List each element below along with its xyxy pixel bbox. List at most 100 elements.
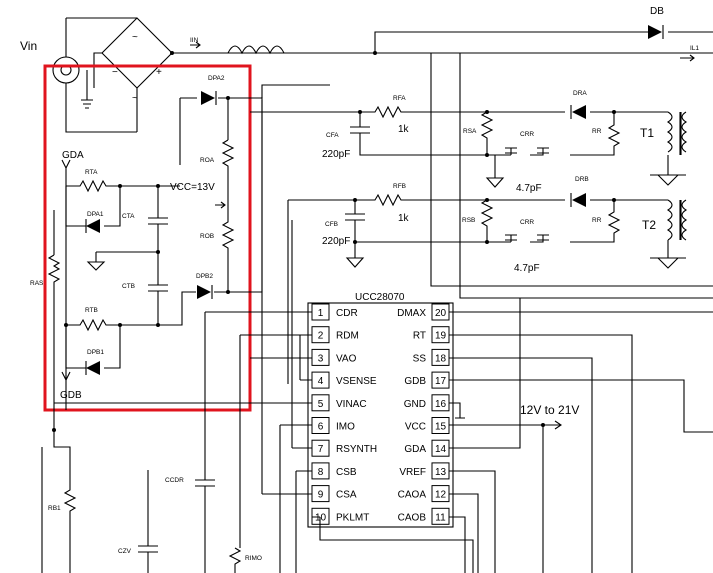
junction-dots xyxy=(52,51,616,432)
iin-label: IIN xyxy=(190,37,199,44)
ic-pin-pklmt: 10 PKLMT xyxy=(311,507,369,525)
vin-label: Vin xyxy=(20,39,37,53)
pin-name: VAO xyxy=(336,353,357,364)
pin-name: RT xyxy=(413,331,426,342)
rtb-label: RTB xyxy=(85,307,98,314)
pin-name: DMAX xyxy=(397,308,426,319)
crra-label: CRR xyxy=(520,131,534,138)
ic-pin-imo: 6 IMO xyxy=(311,417,355,434)
cfa-label: CFA xyxy=(326,132,339,139)
dpb2-label: DPB2 xyxy=(196,273,213,280)
rra-label: RR xyxy=(592,128,602,135)
pin-name: CSB xyxy=(336,467,357,478)
rimo-label: RIMO xyxy=(245,555,262,562)
transformer-t2 xyxy=(650,199,688,269)
pin-number: 19 xyxy=(435,331,447,342)
pin-number: 16 xyxy=(435,399,447,410)
pin-name: CSA xyxy=(336,490,357,501)
t1-label: T1 xyxy=(640,126,654,140)
pin-name: VCC xyxy=(405,422,426,433)
highlight-box xyxy=(43,64,252,412)
pin-number: 11 xyxy=(435,512,446,523)
pin-name: SS xyxy=(413,353,427,364)
pin-name: PKLMT xyxy=(336,512,369,523)
cta-label: CTA xyxy=(122,213,135,220)
c47a-label: 4.7pF xyxy=(516,183,542,194)
roa-label: ROA xyxy=(200,157,215,164)
dpb1-label: DPB1 xyxy=(87,349,104,356)
gdb-label: GDB xyxy=(60,390,82,401)
diode-dra xyxy=(570,105,586,119)
pin-number: 9 xyxy=(318,490,324,501)
pin-number: 4 xyxy=(318,376,324,387)
db-label: DB xyxy=(650,6,664,17)
ic-pin-csa: 9 CSA xyxy=(311,485,357,503)
vcc-range-label: 12V to 21V xyxy=(520,403,579,417)
dpa2-label: DPA2 xyxy=(208,75,225,82)
ic-pin-rt: 19 RT xyxy=(413,326,450,344)
pin-number: 3 xyxy=(318,353,324,364)
c220b-label: 220pF xyxy=(322,236,350,247)
pin-name: VSENSE xyxy=(336,376,377,387)
ic-body xyxy=(307,302,454,528)
ic-pin-gdb: 17 GDB xyxy=(404,371,450,389)
diode-dpa1 xyxy=(85,219,100,233)
ctb-label: CTB xyxy=(122,283,135,290)
svg-text:~: ~ xyxy=(132,93,138,104)
cfb-label: CFB xyxy=(325,221,338,228)
bridge-rectifier: − + ~ ~ xyxy=(93,17,713,132)
pin-name: CAOA xyxy=(398,490,427,501)
pin-number: 12 xyxy=(435,490,447,501)
pin-name: CAOB xyxy=(398,512,427,523)
svg-text:~: ~ xyxy=(132,32,138,43)
pin-number: 13 xyxy=(435,467,447,478)
ic-pin-vcc: 15 VCC xyxy=(405,417,450,434)
pin-name: VINAC xyxy=(336,399,367,410)
il1-label: IL1 xyxy=(690,45,699,52)
pin-number: 10 xyxy=(315,512,327,523)
rsb-label: RSB xyxy=(462,217,475,224)
pin-number: 14 xyxy=(435,444,447,455)
pin-name: RSYNTH xyxy=(336,444,377,455)
pin-number: 18 xyxy=(435,353,447,364)
gda-label: GDA xyxy=(62,150,84,161)
svg-text:−: − xyxy=(112,67,118,78)
rrb-label: RR xyxy=(592,217,602,224)
diode-dpb2 xyxy=(197,285,213,299)
ic-name: UCC28070 xyxy=(355,292,405,303)
ic-pin-gda: 14 GDA xyxy=(404,439,450,457)
c220a-label: 220pF xyxy=(322,149,350,160)
crrb-label: CRR xyxy=(520,219,534,226)
pin-number: 15 xyxy=(435,422,447,433)
r1kb-label: 1k xyxy=(398,213,410,224)
rob-label: ROB xyxy=(200,233,214,240)
dpa1-label: DPA1 xyxy=(87,211,104,218)
t2-label: T2 xyxy=(642,218,656,232)
svg-text:+: + xyxy=(156,67,162,78)
pin-name: GDA xyxy=(404,444,426,455)
rb1-label: RB1 xyxy=(48,505,61,512)
pin-number: 17 xyxy=(435,376,447,387)
ccdr-label: CCDR xyxy=(165,477,184,484)
rfa-label: RFA xyxy=(393,95,406,102)
ras-label: RAS xyxy=(30,280,44,287)
vcc13-label: VCC=13V xyxy=(170,182,215,193)
czv-label: CZV xyxy=(118,548,132,555)
pin-number: 6 xyxy=(318,422,324,433)
diode-dpa2 xyxy=(201,91,217,105)
pin-name: IMO xyxy=(336,422,355,433)
inductor-l1 xyxy=(190,41,285,55)
rfb-label: RFB xyxy=(393,183,406,190)
pin-name: VREF xyxy=(399,467,426,478)
pin-number: 20 xyxy=(435,308,447,319)
rta-label: RTA xyxy=(85,169,98,176)
rsa-label: RSA xyxy=(463,128,477,135)
pin-number: 1 xyxy=(318,308,324,319)
pin-name: GDB xyxy=(404,376,426,387)
